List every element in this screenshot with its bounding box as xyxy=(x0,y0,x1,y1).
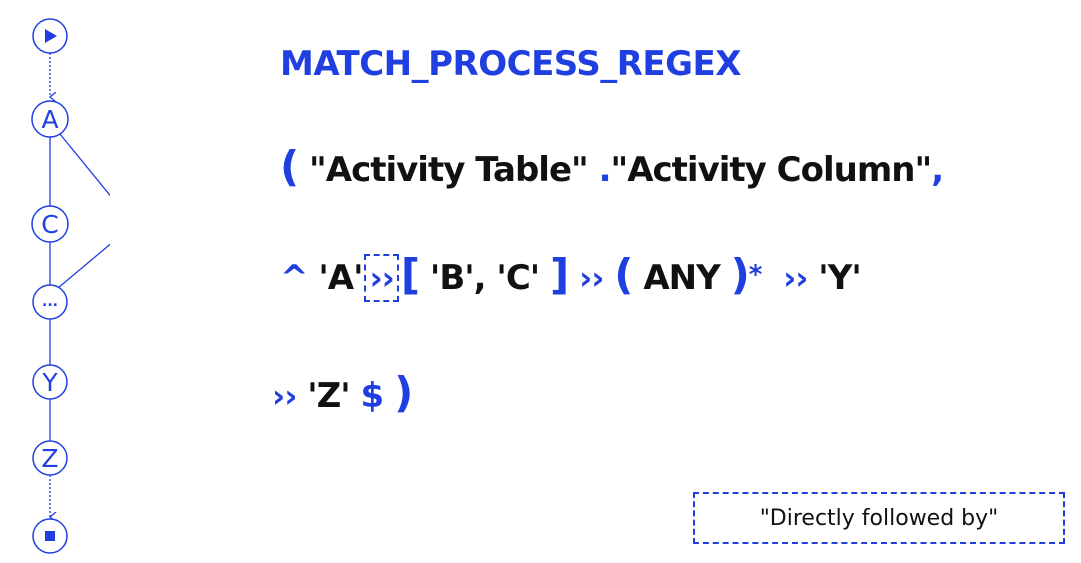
directly-followed-operator: ›› xyxy=(579,259,604,297)
open-paren: ( xyxy=(280,142,299,191)
directly-followed-operator: ›› xyxy=(783,259,808,297)
node-label-ellipsis: ... xyxy=(42,294,58,310)
any-open-paren: ( xyxy=(614,250,633,299)
code-line-3: ›› 'Z' $ ) xyxy=(272,368,413,417)
end-node xyxy=(32,518,68,554)
bracket-open: [ xyxy=(400,250,420,299)
node-label-z: Z xyxy=(41,444,58,473)
activity-node-y: Y xyxy=(32,364,68,400)
start-node xyxy=(32,18,68,54)
function-title: MATCH_PROCESS_REGEX xyxy=(280,44,742,84)
directly-followed-operator: ›› xyxy=(272,377,297,415)
code-line-2: ^ 'A'››[ 'B', 'C' ] ›› ( ANY )* ›› 'Y' xyxy=(280,250,862,302)
directly-followed-operator-highlighted: ›› xyxy=(364,254,399,302)
activity-column-string: "Activity Column" xyxy=(610,150,933,190)
code-line-1: ( "Activity Table" ."Activity Column", xyxy=(280,142,944,191)
any-keyword: ANY xyxy=(643,258,720,298)
stop-icon xyxy=(45,531,55,541)
activity-a: 'A' xyxy=(318,258,363,298)
bracket-close: ] xyxy=(550,250,569,299)
activity-node-ellipsis: ... xyxy=(32,284,68,320)
process-flow-diagram: A C B ... Y Z xyxy=(31,18,110,554)
activity-c: 'C' xyxy=(496,258,540,298)
dollar-anchor: $ xyxy=(360,376,385,416)
activity-node-c: C xyxy=(31,205,69,243)
play-icon xyxy=(45,29,57,43)
legend-box: "Directly followed by" xyxy=(693,492,1065,544)
edge-b-ellipsis xyxy=(57,243,110,289)
comma: , xyxy=(931,150,944,190)
activity-z: 'Z' xyxy=(307,376,350,416)
dot-separator: . xyxy=(598,150,612,190)
activity-node-z: Z xyxy=(32,440,68,476)
activity-b: 'B', xyxy=(429,258,487,298)
edge-a-b xyxy=(59,133,110,197)
activity-y: 'Y' xyxy=(818,258,861,298)
node-label-y: Y xyxy=(41,368,58,397)
activity-table-string: "Activity Table" xyxy=(309,150,589,190)
activity-node-a: A xyxy=(31,100,69,138)
node-label-a: A xyxy=(41,105,58,134)
node-label-c: C xyxy=(41,210,58,239)
caret-anchor: ^ xyxy=(280,258,308,298)
legend-label: "Directly followed by" xyxy=(759,505,999,531)
kleene-star: * xyxy=(748,260,763,290)
close-paren: ) xyxy=(394,368,413,417)
any-close-paren: ) xyxy=(730,250,750,299)
